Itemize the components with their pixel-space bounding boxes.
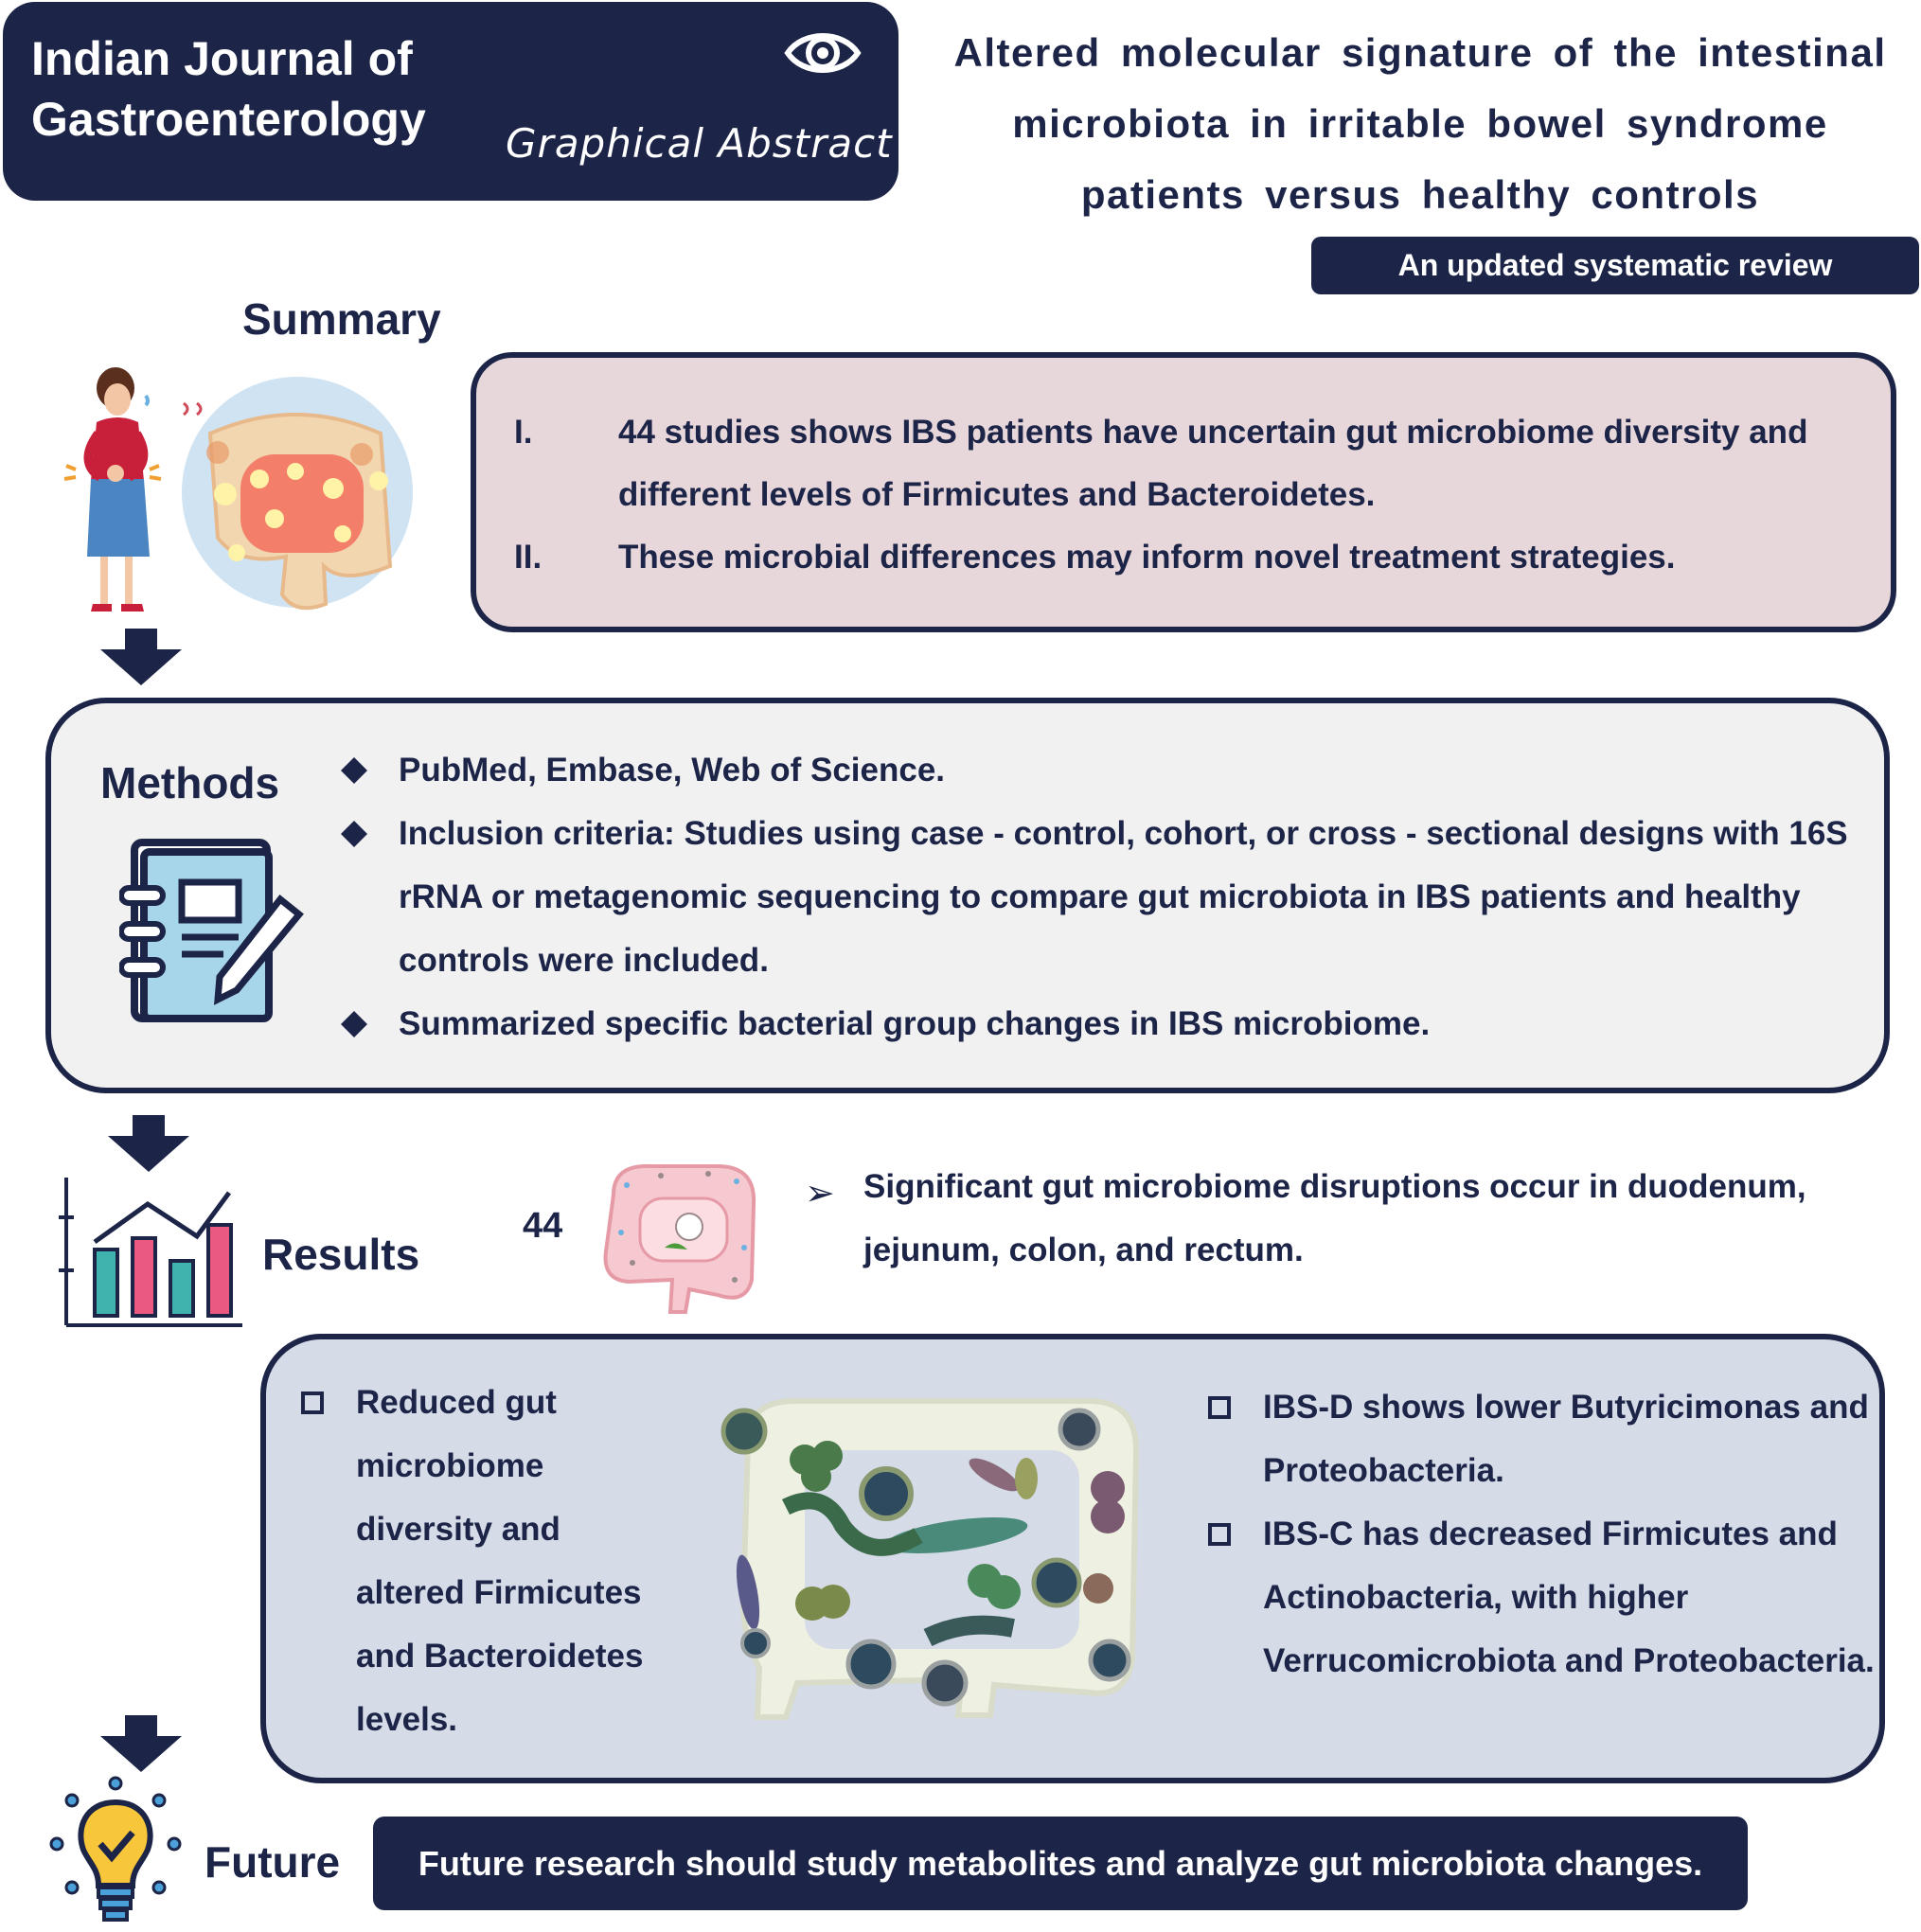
finding-ibs-c-text: IBS-C has decreased Firmicutes and Actin… [1263, 1515, 1875, 1679]
method-item-text: Summarized specific bacterial group chan… [399, 1005, 1431, 1042]
down-arrow-icon [100, 629, 182, 685]
square-bullet-icon [1208, 1523, 1231, 1546]
finding-ibs-d-text: IBS-D shows lower Butyricimonas and Prot… [1263, 1389, 1869, 1489]
summary-heading: Summary [242, 294, 441, 344]
notebook-pencil-icon [119, 839, 304, 1022]
summary-item: I. 44 studies shows IBS patients have un… [514, 401, 1877, 526]
diamond-bullet-icon [341, 821, 367, 847]
methods-heading: Methods [100, 758, 280, 807]
down-arrow-icon [100, 1715, 182, 1772]
review-type-badge: An updated systematic review [1311, 237, 1919, 294]
lightbulb-icon [49, 1776, 182, 1922]
intestine-illustration [182, 377, 413, 611]
results-heading: Results [262, 1230, 420, 1279]
summary-box: I. 44 studies shows IBS patients have un… [471, 352, 1896, 632]
journal-title: Indian Journal of Gastroenterology [31, 32, 426, 146]
future-research-box: Future research should study metabolites… [373, 1817, 1748, 1910]
woman-figure [63, 367, 162, 612]
square-bullet-icon [301, 1391, 324, 1414]
summary-item: II. These microbial differences may info… [514, 526, 1877, 589]
gut-illustration [603, 1163, 756, 1314]
microbiota-colon-illustration [720, 1398, 1140, 1720]
summary-item-number: I. [514, 414, 533, 451]
summary-item-number: II. [514, 539, 543, 576]
method-item: Summarized specific bacterial group chan… [341, 992, 1856, 1055]
eye-icon [784, 33, 862, 73]
method-item-text: Inclusion criteria: Studies using case -… [399, 815, 1848, 979]
finding-overall-text: Reduced gut microbiome diversity and alt… [356, 1384, 644, 1738]
studies-count: 44 [523, 1206, 563, 1246]
future-heading: Future [205, 1837, 341, 1887]
results-text: Significant gut microbiome disruptions o… [863, 1168, 1806, 1268]
method-item: PubMed, Embase, Web of Science. [341, 738, 1856, 802]
summary-item-text: These microbial differences may inform n… [618, 539, 1676, 576]
paper-title: Altered molecular signature of the intes… [953, 30, 1887, 217]
graphical-abstract-label: Graphical Abstract [506, 120, 893, 167]
down-arrow-icon [108, 1115, 189, 1172]
summary-item-text: 44 studies shows IBS patients have uncer… [618, 414, 1808, 513]
method-item-text: PubMed, Embase, Web of Science. [399, 752, 946, 789]
bar-chart-icon [59, 1178, 242, 1327]
method-item: Inclusion criteria: Studies using case -… [341, 802, 1856, 992]
journal-header [3, 2, 898, 201]
ibs-patient-illustration [63, 367, 413, 612]
arrow-bullet-icon: ➢ [805, 1174, 835, 1214]
diamond-bullet-icon [341, 1011, 367, 1037]
square-bullet-icon [1208, 1396, 1231, 1419]
diamond-bullet-icon [341, 757, 367, 784]
